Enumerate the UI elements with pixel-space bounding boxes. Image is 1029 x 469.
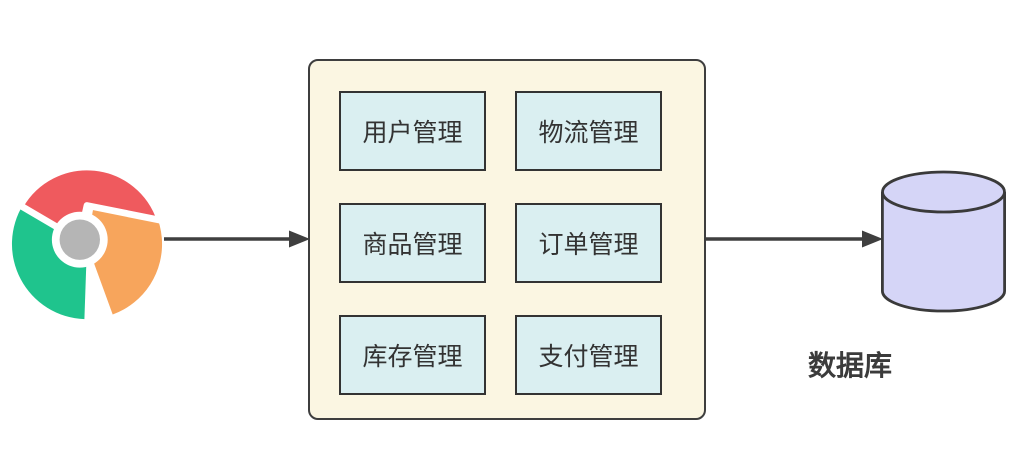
chrome-icon-center-hub: [59, 219, 100, 260]
database-icon: [881, 170, 1006, 313]
module-label: 用户管理: [362, 119, 463, 147]
module-label: 订单管理: [538, 231, 639, 259]
arrow-modules-to-database: [706, 230, 883, 248]
database-label: 数据库: [807, 350, 892, 381]
database-cylinder-top: [881, 170, 1006, 214]
chrome-icon: [11, 167, 164, 320]
module-box-logistics: 物流管理: [515, 91, 662, 171]
module-label: 物流管理: [538, 119, 639, 147]
arrow-browser-to-modules: [164, 230, 310, 248]
module-box-inventory: 库存管理: [339, 315, 486, 395]
arrow-head: [289, 230, 310, 248]
module-label: 库存管理: [362, 343, 463, 371]
arrow-head: [862, 230, 883, 248]
module-label: 支付管理: [538, 343, 639, 371]
module-box-product: 商品管理: [339, 203, 486, 283]
module-panel: 用户管理 物流管理 商品管理 订单管理 库存管理 支付管理: [308, 59, 706, 420]
module-box-order: 订单管理: [515, 203, 662, 283]
database-cylinder-outline: [881, 192, 1006, 313]
module-box-user: 用户管理: [339, 91, 486, 171]
chrome-icon-red-segment: [16, 167, 164, 244]
module-box-payment: 支付管理: [515, 315, 662, 395]
module-label: 商品管理: [362, 231, 463, 259]
database-cylinder-body: [882, 192, 1005, 312]
